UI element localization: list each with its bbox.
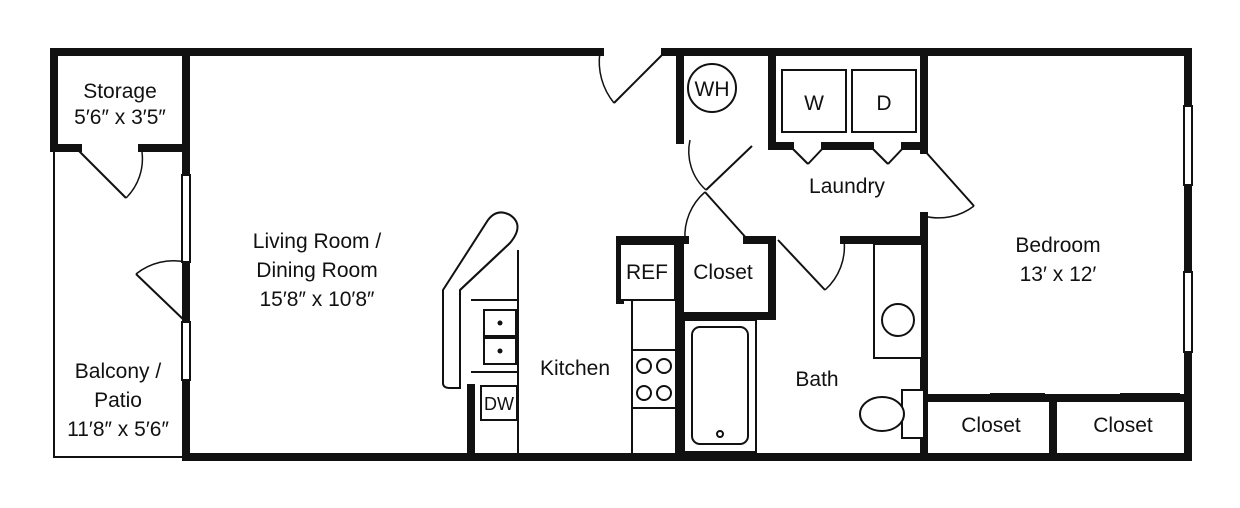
toilet (859, 389, 925, 439)
storage-label: Storage (83, 80, 157, 103)
closet-bedroom-left-label: Closet (961, 414, 1021, 437)
bath-label: Bath (795, 368, 838, 391)
interior-doors (684, 139, 975, 291)
bedroom-label: Bedroom (1015, 234, 1100, 257)
kitchen-label: Kitchen (540, 357, 610, 380)
dryer (851, 69, 917, 133)
refrigerator (619, 243, 676, 301)
balcony-size: 11′8″ x 5′6″ (67, 418, 169, 441)
kitchen-counter (471, 250, 519, 457)
interior-walls (467, 48, 1192, 461)
living-room-label-line2: Dining Room (256, 259, 377, 282)
kitchen-bar (442, 211, 519, 389)
bathtub (683, 319, 757, 453)
dishwasher-label: DW (484, 394, 514, 414)
storage-walls (50, 144, 190, 199)
washer-label: W (804, 92, 824, 115)
stove (631, 349, 677, 409)
dryer-label: D (876, 92, 891, 115)
balcony-outline (53, 152, 186, 458)
closet-center-label: Closet (693, 261, 753, 284)
dishwasher (480, 385, 518, 421)
windows (181, 105, 1193, 381)
bedroom-closet-doors (935, 393, 1180, 397)
balcony-label-line1: Balcony / (75, 360, 162, 383)
bath-vanity (873, 243, 923, 359)
kitchen-sink (483, 309, 517, 365)
balcony-label-line2: Patio (94, 389, 142, 412)
laundry-label: Laundry (809, 175, 885, 198)
storage-size: 5′6″ x 3′5″ (74, 106, 166, 129)
bedroom-size: 13′ x 12′ (1020, 263, 1097, 286)
entry-door (598, 51, 666, 104)
washer (781, 69, 847, 133)
living-room-size: 15′8″ x 10′8″ (260, 288, 376, 311)
exterior-walls (50, 48, 1192, 461)
closet-bedroom-right-label: Closet (1093, 414, 1153, 437)
water-heater (687, 63, 737, 113)
living-room-label-line1: Living Room / (253, 230, 382, 253)
balcony-door (135, 259, 187, 323)
water-heater-label: WH (695, 78, 730, 101)
refrigerator-label: REF (626, 261, 668, 284)
